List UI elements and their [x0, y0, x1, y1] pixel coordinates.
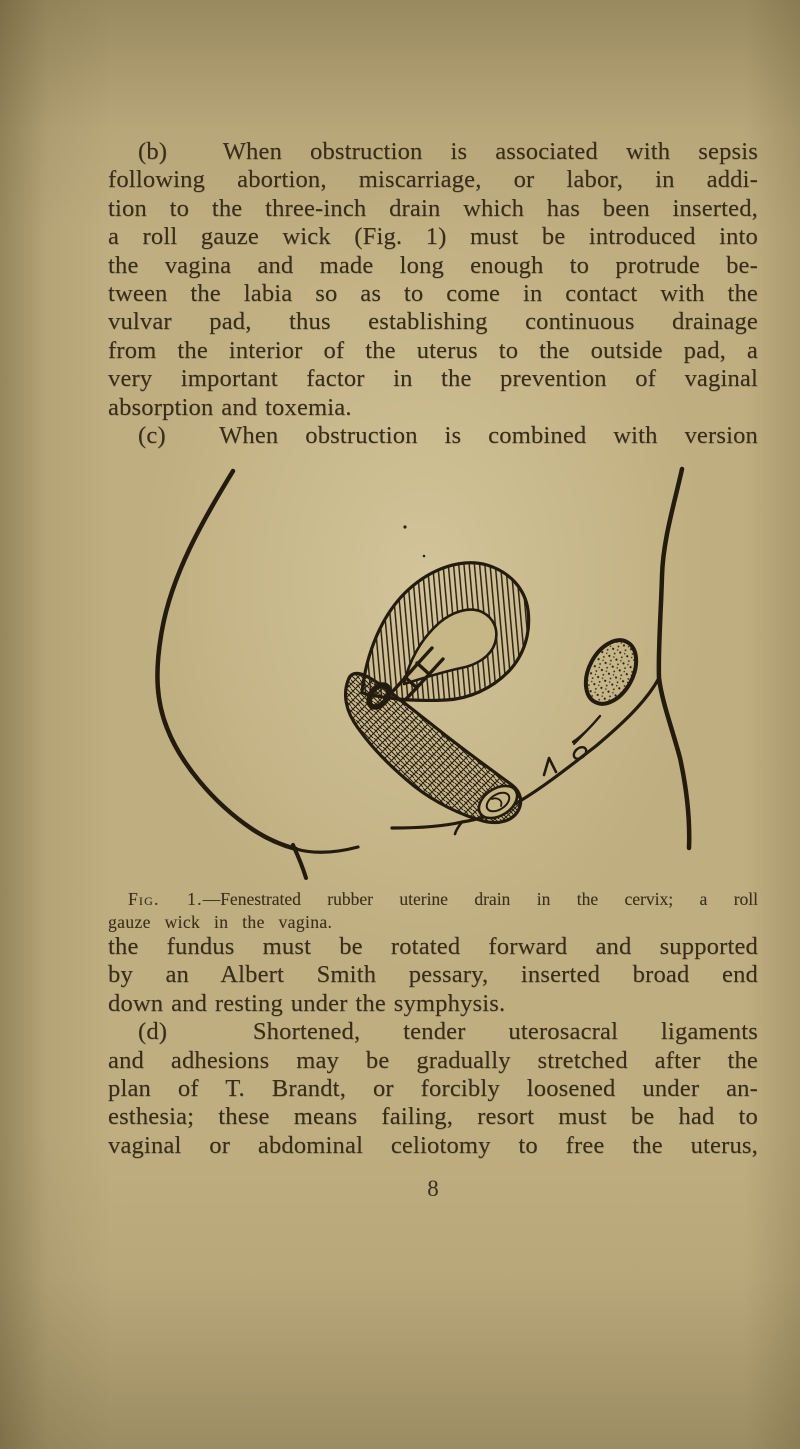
text-line: a roll gauze wick (Fig. 1) must be intro…: [108, 223, 758, 251]
uterine-drain-rail: [391, 646, 434, 693]
uterus-body: [360, 561, 531, 702]
paragraph-c-d: the fundus must be rotated forward and s…: [108, 933, 758, 1160]
figure-label: Fig. 1.: [128, 889, 203, 909]
text-line: tween the labia so as to come in contact…: [108, 280, 758, 308]
text-line: tion to the three-inch drain which has b…: [108, 194, 758, 222]
page-number: 8: [427, 1176, 439, 1201]
text-line: very important factor in the prevention …: [108, 365, 758, 393]
text-line: (c) When obstruction is combined with ve…: [138, 422, 758, 450]
anus-oval: [583, 638, 639, 706]
uterine-drain-rung: [415, 661, 431, 676]
text-line: and adhesions may be gradually stretched…: [108, 1046, 758, 1074]
ink-speck: [403, 525, 407, 529]
labia-spur: [542, 756, 558, 777]
text-line: esthesia; these means failing, resort mu…: [108, 1103, 758, 1131]
left-body-contour: [155, 468, 299, 852]
perineum-fork: [453, 820, 464, 836]
wick-roll-end: [477, 784, 519, 820]
text-line: (b) When obstruction is associated with …: [138, 138, 758, 165]
text-line: vulvar pad, thus establishing continuous…: [108, 308, 758, 336]
text-line: vaginal or abdominal celiotomy to free t…: [108, 1131, 758, 1159]
text-line: absorption and toxemia.: [108, 393, 352, 421]
text-line: from the interior of the uterus to the o…: [108, 336, 758, 364]
gauze-wick: [344, 671, 523, 825]
caption-line-2: gauze wick in the vagina.: [108, 912, 333, 932]
labia-arc: [571, 714, 602, 744]
text-line: by an Albert Smith pessary, inserted bro…: [108, 961, 758, 989]
text-line: the vagina and made long enough to protr…: [108, 251, 758, 279]
caption-text: —Fenestrated rubber uterine drain in the…: [202, 889, 758, 909]
uterine-drain-rail: [402, 657, 445, 703]
text-line: (d) Shortened, tender uterosacral ligame…: [138, 1018, 758, 1046]
wick-roll-spiral: [485, 791, 511, 813]
cervix-drain-opening: [366, 682, 392, 710]
caption-line-1: Fig. 1.—Fenestrated rubber uterine drain…: [108, 888, 758, 911]
labia-arc-2: [573, 722, 595, 745]
text-line: following abortion, miscarriage, or labo…: [108, 166, 758, 194]
text-line: plan of T. Brandt, or forcibly loosened …: [108, 1075, 758, 1103]
uterine-cavity: [402, 608, 498, 686]
perineum-contour: [390, 676, 661, 830]
text-line: down and resting under the symphysis.: [108, 989, 506, 1017]
left-contour-branch-down: [291, 843, 308, 880]
uterine-drain-rung: [403, 675, 419, 690]
figure-caption: Fig. 1.—Fenestrated rubber uterine drain…: [108, 888, 758, 934]
text-line: the fundus must be rotated forward and s…: [108, 933, 758, 960]
right-body-contour: [656, 466, 692, 851]
ink-speck: [422, 554, 426, 558]
wick-roll-core: [491, 797, 503, 807]
left-contour-branch-right: [294, 845, 360, 854]
urethra-loop: [572, 745, 588, 761]
paragraph-b: (b) When obstruction is associated with …: [108, 138, 758, 450]
